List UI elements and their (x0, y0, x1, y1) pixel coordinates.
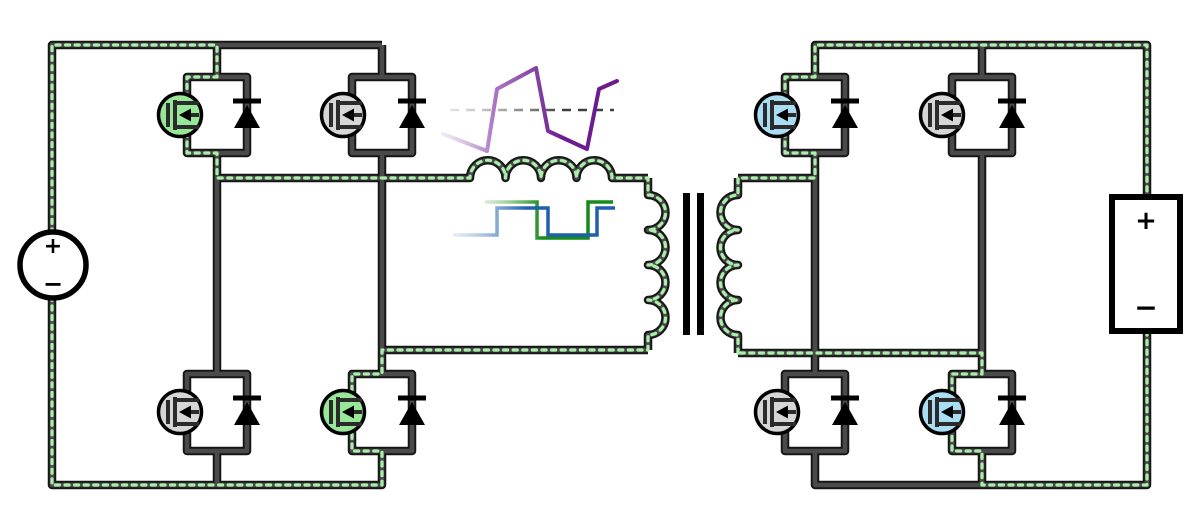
mosfet-secondary-top-right-off (918, 91, 1026, 139)
mosfet-primary-bottom-right-on (319, 388, 426, 436)
mosfet-arrow-head-icon (941, 108, 953, 122)
battery-minus-label: − (1134, 291, 1157, 324)
battery-rect (1109, 194, 1183, 334)
body-diode-icon (399, 402, 425, 425)
transformer-core-bar-2 (697, 193, 704, 335)
waveform-blue-square (453, 206, 615, 237)
mosfet-secondary-bottom-left-off (753, 388, 859, 436)
body-diode-icon (999, 105, 1025, 128)
waveform-purple-current (441, 66, 619, 153)
battery-plus-label: + (1135, 206, 1157, 236)
mosfet-primary-bottom-left-off (156, 388, 261, 436)
mosfet-primary-top-right-off (319, 91, 426, 139)
source-minus-label: − (43, 270, 63, 298)
source-circle (17, 229, 89, 301)
mosfet-secondary-bottom-right-on (918, 388, 1026, 436)
battery-load: +− (1109, 194, 1183, 334)
transformer-core-bar-1 (683, 193, 690, 335)
mosfet-arrow-head-icon (776, 405, 788, 419)
waveform-green-square (485, 200, 613, 240)
mosfet-arrow-head-icon (179, 108, 191, 122)
mosfet-arrow-head-icon (776, 108, 788, 122)
current-flow-primary-current-loop (50, 43, 668, 487)
mosfet-primary-top-left-on (156, 91, 261, 139)
mosfet-arrow-head-icon (179, 405, 191, 419)
body-diode-icon (832, 105, 858, 128)
body-diode-icon (999, 402, 1025, 425)
mosfet-arrow-head-icon (342, 405, 354, 419)
body-diode-icon (399, 105, 425, 128)
body-diode-icon (234, 105, 260, 128)
mosfet-arrow-head-icon (941, 405, 953, 419)
dc-voltage-source: +− (17, 229, 89, 301)
current-flow-secondary-current-loop (718, 43, 1149, 487)
source-plus-label: + (44, 234, 62, 259)
body-diode-icon (832, 402, 858, 425)
mosfet-arrow-head-icon (342, 108, 354, 122)
body-diode-icon (234, 402, 260, 425)
mosfet-secondary-top-left-on (753, 91, 859, 139)
